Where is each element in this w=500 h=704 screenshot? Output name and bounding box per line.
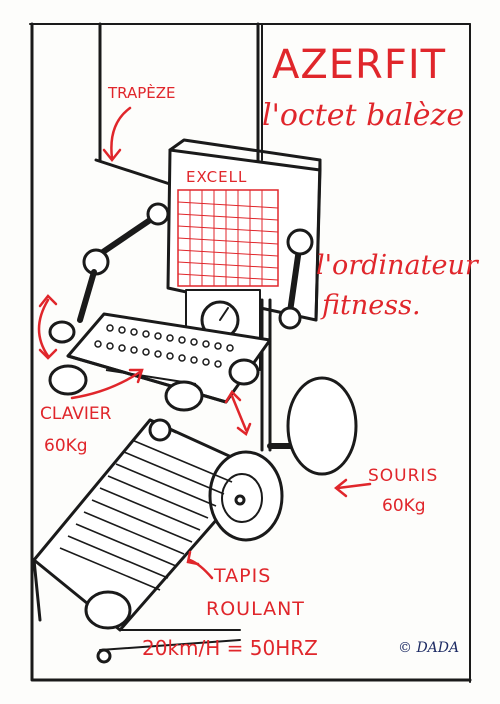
label-speed: 20km/H = 50HRZ [142, 636, 318, 660]
keyboard-base [48, 312, 272, 412]
artist-signature: © DADA [398, 640, 460, 656]
label-screen: EXCELL [186, 168, 248, 186]
label-souris: SOURIS [368, 466, 439, 486]
label-clavier-weight: 60Kg [44, 436, 88, 456]
label-ordinateur: l'ordinateur [316, 250, 478, 281]
label-souris-weight: 60Kg [382, 496, 426, 516]
label-tapis: TAPIS [214, 565, 272, 587]
label-fitness: fitness. [322, 290, 421, 321]
mouse-dumbbell [208, 376, 358, 542]
label-roulant: ROULANT [206, 598, 305, 620]
label-trapeze: TRAPÈZE [108, 84, 176, 102]
app-title: AZERFIT [272, 42, 447, 88]
screen-grid [177, 189, 279, 287]
annotation-arrows [37, 106, 372, 580]
robot-arms [77, 202, 314, 330]
label-clavier: CLAVIER [40, 404, 112, 424]
treadmill [32, 418, 262, 664]
room-frame [30, 22, 472, 682]
subtitle: l'octet balèze [262, 98, 465, 133]
treadmill-slats [59, 439, 233, 591]
keyboard-keys [94, 324, 234, 385]
